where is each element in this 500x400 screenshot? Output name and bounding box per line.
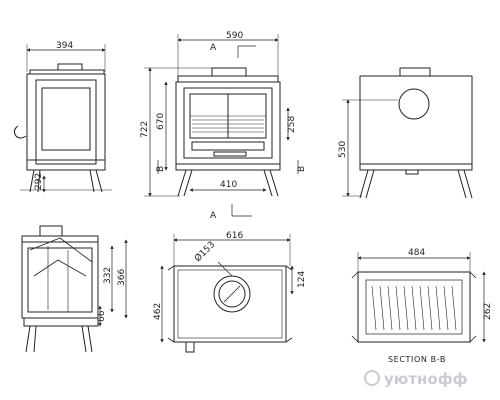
- section-a-bottom-label: A: [210, 211, 217, 221]
- side-leg-value: 292: [34, 173, 44, 190]
- section-bb-width-dimension: 484: [357, 248, 471, 272]
- plan-view: [167, 265, 293, 353]
- front-inner-height-value: 670: [156, 113, 166, 130]
- rear-height-value: 530: [338, 141, 348, 158]
- section-a-leg-dimension: 66: [97, 305, 107, 327]
- section-b-right-label: B: [297, 166, 307, 172]
- section-a-outer-dimension: 366: [117, 239, 128, 319]
- section-a-bottom-marker: A: [210, 204, 252, 221]
- section-a-leg-value: 66: [97, 310, 107, 322]
- front-door-value: 258: [287, 116, 297, 133]
- section-bb-width-value: 484: [408, 248, 425, 258]
- section-a-view: [21, 225, 99, 353]
- section-b-left-label: B: [156, 166, 166, 172]
- front-width-dimension: 590: [177, 31, 279, 76]
- plan-depth-value: 462: [153, 303, 163, 320]
- section-bb-height-value: 262: [483, 303, 493, 320]
- side-view: [13, 63, 112, 193]
- section-bb-height-dimension: 262: [482, 271, 493, 343]
- front-inner-height-dimension: 670: [156, 81, 168, 171]
- side-width-dimension: 394: [26, 41, 106, 72]
- front-door-dimension: 258: [286, 107, 297, 141]
- section-a-inner-dimension: 332: [103, 245, 114, 313]
- side-width-value: 394: [56, 41, 73, 51]
- watermark-logo: уютнофф: [364, 370, 468, 388]
- section-a-top-marker: A: [210, 43, 256, 58]
- section-a-outer-value: 366: [117, 269, 127, 286]
- flue-offset-value: 124: [297, 271, 307, 288]
- section-b-right-marker: B: [297, 160, 307, 174]
- front-width-value: 590: [226, 31, 243, 41]
- front-height-value: 722: [140, 121, 150, 138]
- section-b-left-marker: B: [156, 160, 166, 174]
- front-base-value: 410: [220, 180, 237, 190]
- rear-view: [359, 67, 473, 199]
- side-leg-dimension: 292: [34, 173, 46, 193]
- section-a-inner-value: 332: [103, 267, 113, 284]
- section-bb-title: SECTION B-B: [388, 355, 446, 364]
- front-view: [175, 67, 281, 197]
- rear-height-dimension: 530: [338, 99, 398, 197]
- plan-width-value: 616: [226, 231, 243, 241]
- plan-depth-dimension: 462: [153, 265, 164, 343]
- plan-width-dimension: 616: [173, 231, 291, 266]
- section-a-top-label: A: [210, 43, 217, 53]
- watermark-text: уютнофф: [384, 370, 468, 388]
- flue-diameter-value: Ø153: [192, 239, 217, 264]
- flue-offset-dimension: 124: [290, 265, 307, 295]
- section-bb-view: [351, 271, 477, 343]
- front-base-dimension: 410: [189, 180, 267, 192]
- front-height-dimension: 722: [140, 67, 212, 197]
- flue-diameter-dimension: Ø153: [192, 239, 233, 277]
